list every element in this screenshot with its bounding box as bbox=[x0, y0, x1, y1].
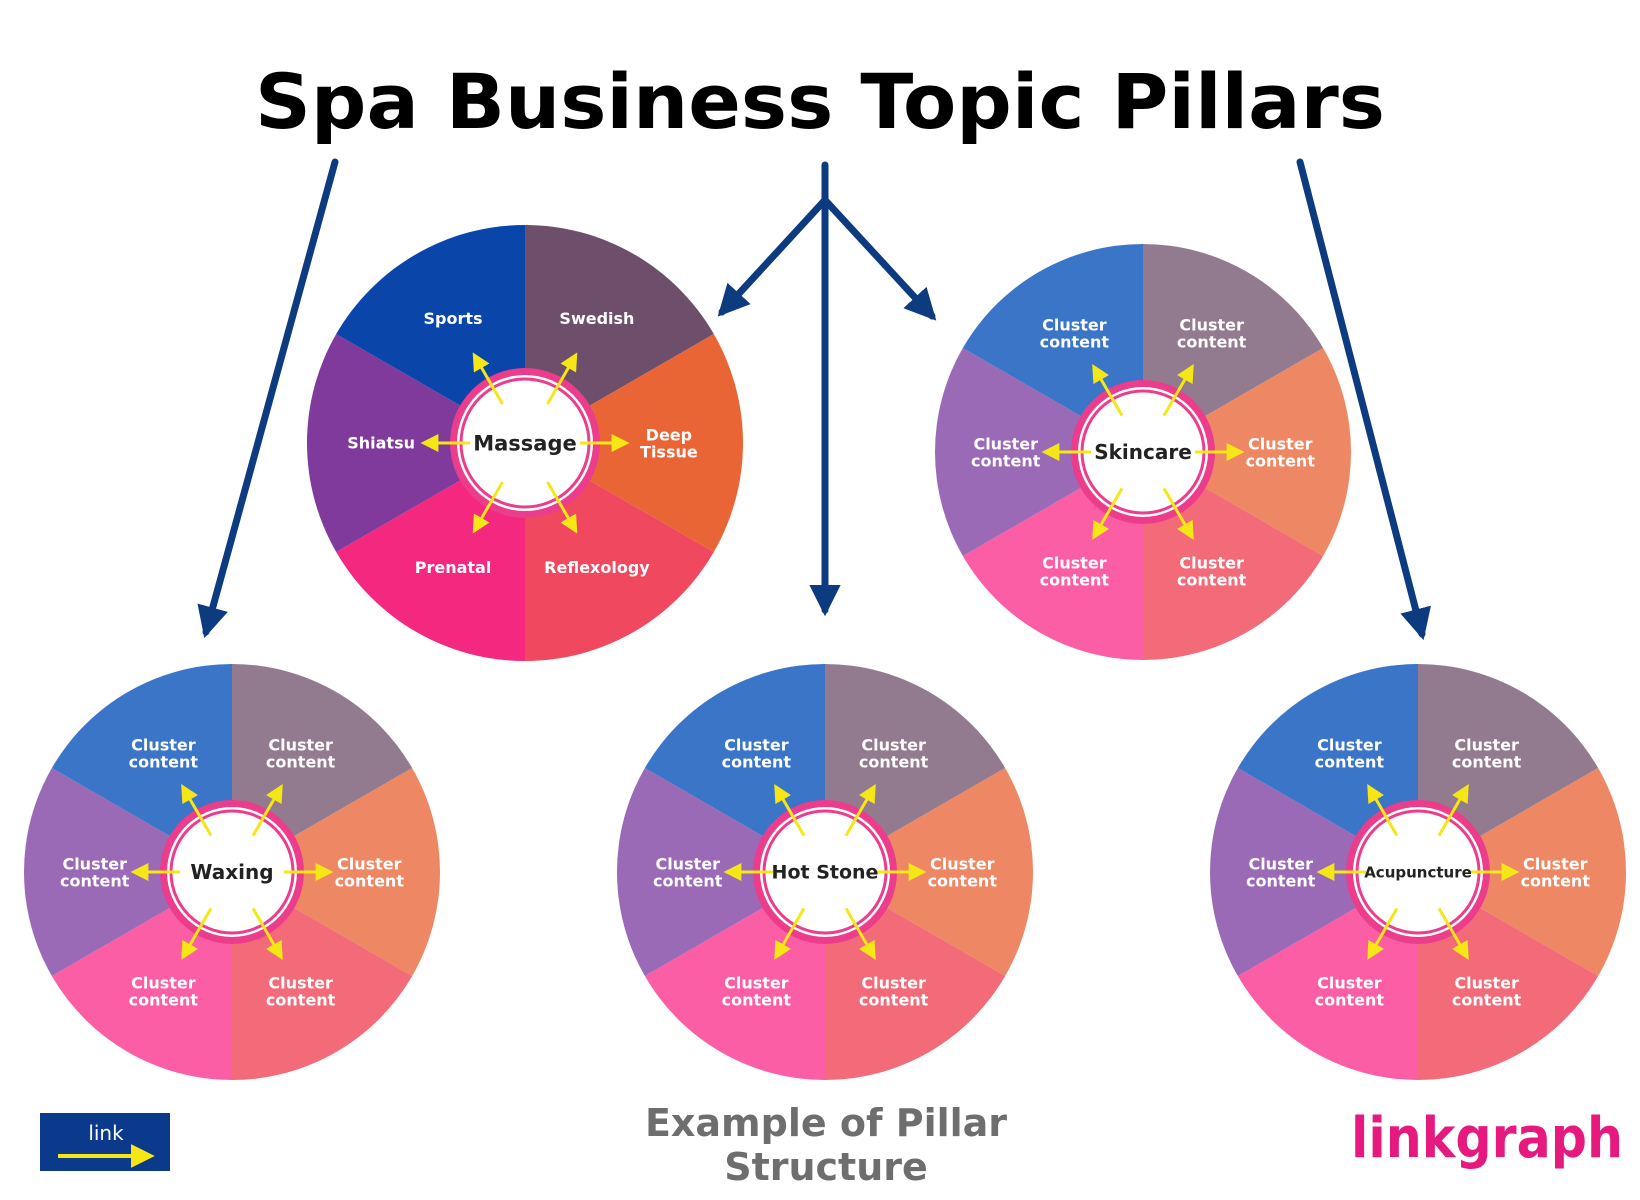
wheel-segment bbox=[307, 334, 525, 552]
link-arrow-icon bbox=[844, 784, 876, 837]
wheel-segment bbox=[1210, 768, 1418, 976]
segment-label: Swedish bbox=[559, 309, 634, 328]
link-arrow-icon bbox=[1162, 487, 1194, 540]
link-legend: link bbox=[40, 1113, 170, 1171]
wheel-segment bbox=[232, 768, 440, 976]
wheel-segment bbox=[1143, 348, 1351, 556]
link-arrow-icon bbox=[1092, 487, 1124, 540]
link-arrow-icon bbox=[1367, 907, 1399, 960]
link-arrow-icon bbox=[1367, 784, 1399, 837]
hub-label-backdrop bbox=[773, 858, 877, 886]
link-arrow-icon bbox=[546, 481, 578, 534]
hub-label-backdrop bbox=[470, 428, 580, 458]
link-arrow-icon bbox=[181, 907, 213, 960]
link-arrow-icon bbox=[251, 907, 283, 960]
link-arrow-icon bbox=[181, 784, 213, 837]
connector-arrows bbox=[197, 158, 1431, 641]
pillar-title: Waxing bbox=[190, 860, 273, 884]
link-arrow-icon bbox=[1162, 364, 1194, 417]
wheel-segment bbox=[935, 348, 1143, 556]
link-arrow-icon bbox=[546, 352, 578, 405]
pillar-title: Massage bbox=[473, 431, 577, 455]
link-arrow-icon bbox=[1092, 364, 1124, 417]
link-arrow-icon bbox=[774, 907, 806, 960]
page-title: Spa Business Topic Pillars bbox=[255, 57, 1385, 146]
wheel-segment bbox=[525, 334, 743, 552]
hub-label-backdrop bbox=[180, 858, 284, 886]
wheel-segment bbox=[23, 768, 232, 976]
arrow-to-waxing bbox=[197, 158, 339, 639]
hub-label-backdrop bbox=[1366, 861, 1470, 883]
hub-label-backdrop bbox=[1091, 438, 1195, 466]
caption-line-1: Example of Pillar bbox=[645, 1101, 1007, 1145]
link-arrow-icon bbox=[472, 481, 504, 534]
wheel-segment bbox=[617, 768, 825, 976]
caption-line-2: Structure bbox=[724, 1145, 928, 1189]
segment-label: Sports bbox=[424, 309, 483, 328]
arrow-to-acupuncture bbox=[1296, 158, 1431, 641]
segment-label: Reflexology bbox=[544, 558, 650, 577]
brand-logo: linkgraph bbox=[1351, 1106, 1623, 1171]
wheel-segment bbox=[1418, 768, 1626, 976]
wheel-segment bbox=[825, 768, 1033, 976]
pillar-title: Skincare bbox=[1094, 440, 1192, 464]
link-arrow-icon bbox=[472, 352, 504, 405]
link-arrow-icon bbox=[774, 784, 806, 837]
arrow-to-massage bbox=[717, 196, 829, 317]
segment-label: Prenatal bbox=[415, 558, 492, 577]
segment-label: Shiatsu bbox=[347, 434, 415, 453]
link-arrow-icon bbox=[1437, 907, 1469, 960]
pillar-title: Hot Stone bbox=[772, 862, 879, 884]
link-arrow-icon bbox=[1437, 784, 1469, 837]
legend-label: link bbox=[88, 1121, 124, 1145]
link-arrow-icon bbox=[844, 907, 876, 960]
arrow-to-skincare bbox=[821, 196, 937, 321]
link-arrow-icon bbox=[251, 784, 283, 837]
pillar-title: Acupuncture bbox=[1364, 863, 1472, 881]
